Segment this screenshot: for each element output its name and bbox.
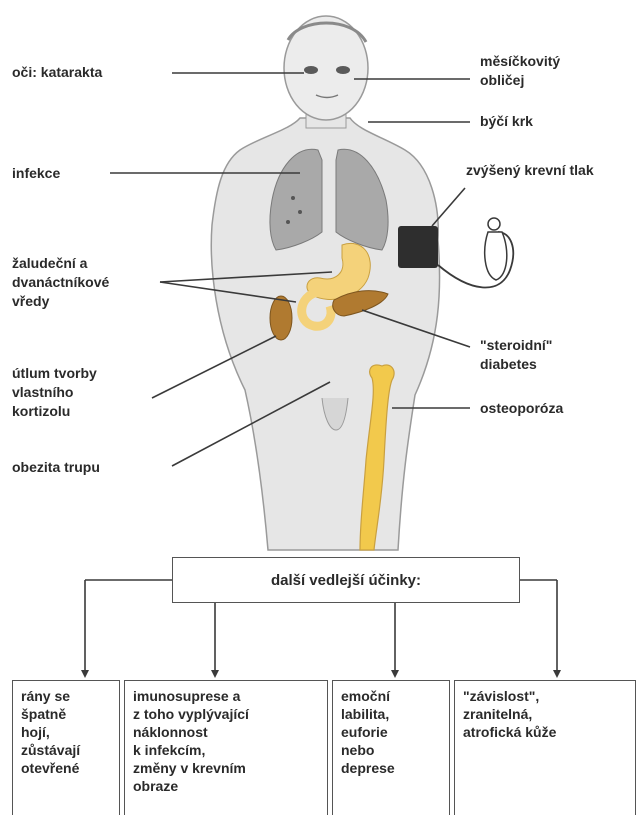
label-blood-pressure: zvýšený krevní tlak	[466, 161, 594, 180]
side-effect-box-1: rány se špatně hojí, zůstávají otevřené	[12, 680, 120, 815]
side-effect-box-4: "závislost", zranitelná, atrofická kůže	[454, 680, 636, 815]
side-effects-title-box: další vedlejší účinky:	[172, 557, 520, 603]
label-eyes: oči: katarakta	[12, 63, 102, 82]
label-osteoporosis: osteoporóza	[480, 399, 563, 418]
label-steroid-diabetes: "steroidní" diabetes	[480, 336, 552, 374]
right-eye	[336, 66, 350, 74]
blood-pressure-cuff	[398, 226, 438, 268]
side-effect-box-3: emoční labilita, euforie nebo deprese	[332, 680, 450, 815]
label-obesity: obezita trupu	[12, 458, 100, 477]
label-infection: infekce	[12, 164, 60, 183]
side-effect-box-2: imunosuprese a z toho vyplývající náklon…	[124, 680, 328, 815]
label-moon-face: měsíčkovitý obličej	[480, 52, 560, 90]
adrenal-gland	[270, 296, 292, 340]
label-cortisol: útlum tvorby vlastního kortizolu	[12, 364, 97, 421]
side-effects-title: další vedlejší účinky:	[271, 572, 421, 589]
label-ulcers: žaludeční a dvanáctníkové vředy	[12, 254, 109, 311]
left-eye	[304, 66, 318, 74]
body-silhouette	[211, 118, 439, 550]
pressure-bulb	[485, 232, 507, 280]
label-buffalo-neck: býčí krk	[480, 112, 533, 131]
